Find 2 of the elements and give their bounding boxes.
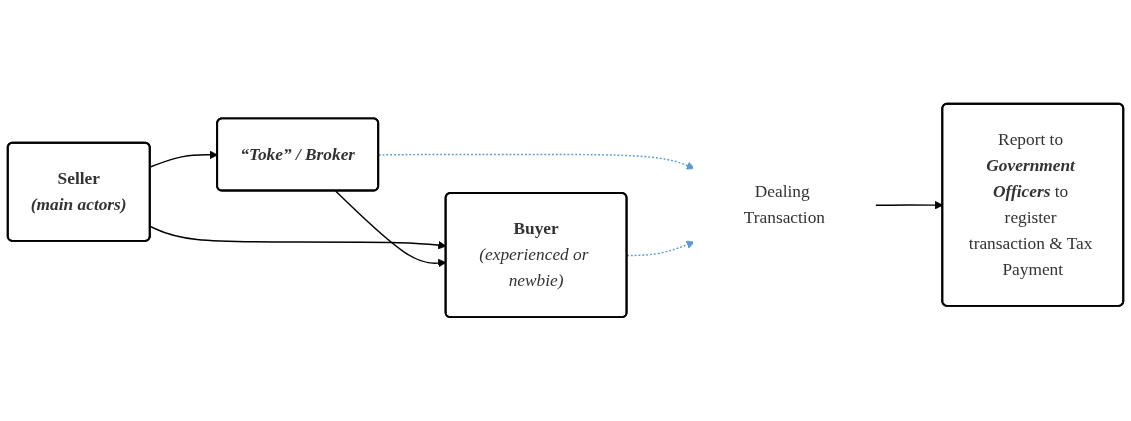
arrow (149, 150, 218, 168)
node-text: Dealing Transaction (743, 181, 826, 227)
